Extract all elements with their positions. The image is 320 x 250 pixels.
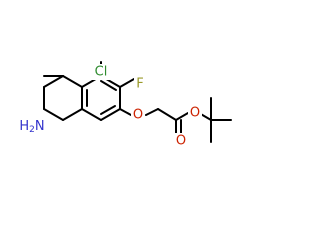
bond — [62, 108, 83, 121]
bond — [62, 75, 83, 88]
bond — [157, 108, 177, 121]
bond — [43, 108, 64, 121]
bond — [100, 108, 121, 121]
bond — [175, 112, 189, 121]
double-bond-inner — [100, 105, 116, 115]
label-mask — [134, 76, 146, 92]
label-mask — [174, 133, 188, 149]
chemical-structure-diagram: Cl F H2N O O O — [18, 61, 232, 149]
amine-label: H2N — [19, 119, 44, 135]
label-mask — [188, 105, 202, 121]
double-bond-inner — [100, 80, 117, 91]
carbonyl-oxygen-label: O — [176, 134, 186, 149]
bond — [119, 78, 135, 88]
label-mask — [91, 64, 111, 80]
label-mask — [131, 107, 145, 123]
bonds — [43, 61, 232, 143]
chlorine-label: Cl — [95, 65, 108, 80]
label-mask — [18, 118, 46, 134]
ether-oxygen-label: O — [133, 108, 143, 123]
ester-oxygen-label: O — [190, 106, 200, 121]
bond — [81, 108, 102, 121]
bond — [145, 108, 159, 116]
fluorine-label: F — [136, 77, 143, 92]
bond — [43, 75, 64, 88]
bond — [119, 108, 132, 116]
atom-labels: Cl F H2N O O O — [18, 64, 202, 149]
